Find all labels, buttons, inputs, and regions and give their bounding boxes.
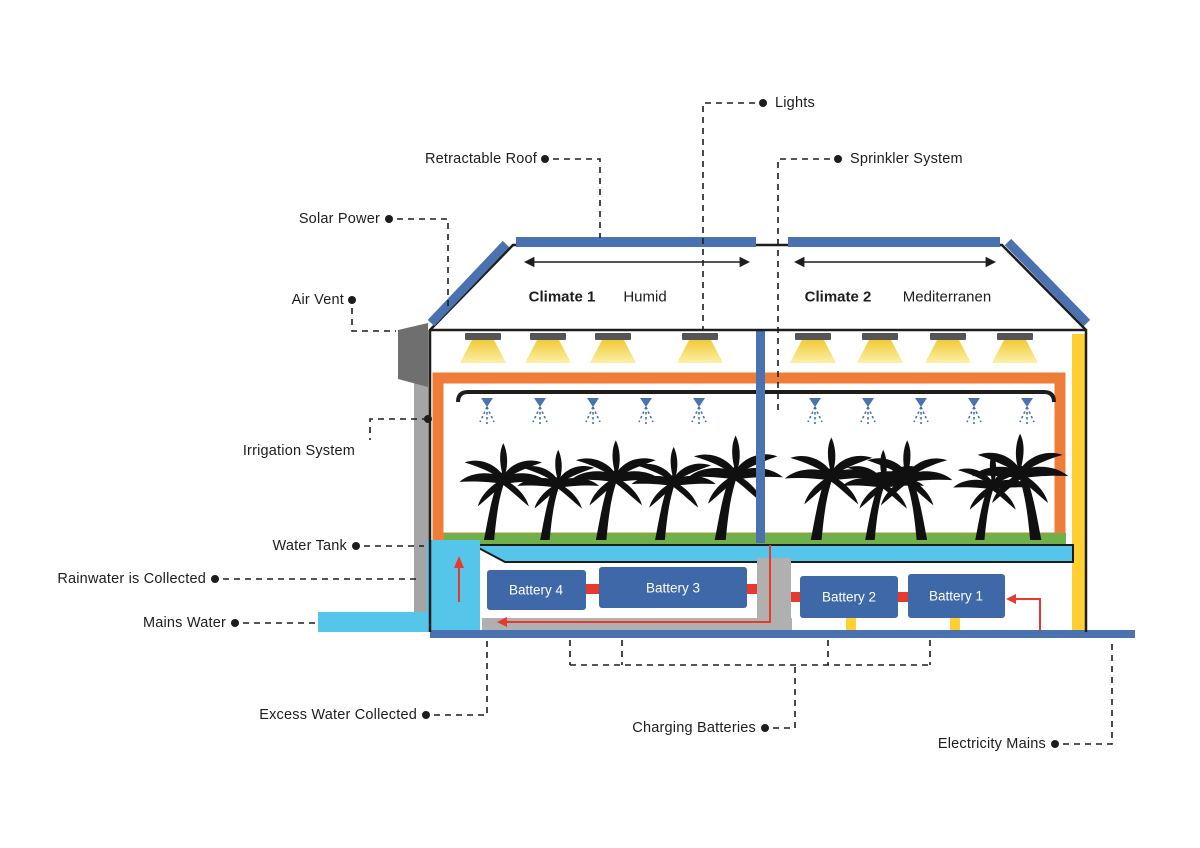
climate-2-type: Mediterranen xyxy=(902,288,992,306)
label-lights: Lights xyxy=(775,95,815,111)
flow-lines xyxy=(458,545,1041,631)
irrigation-leader xyxy=(369,418,428,440)
electricity-leader xyxy=(1063,640,1113,745)
battery-2-label: Battery 2 xyxy=(821,589,877,605)
battery-4-label: Battery 4 xyxy=(508,582,564,598)
battery-1-label: Battery 1 xyxy=(928,588,984,604)
climate-2-name: Climate 2 xyxy=(804,288,872,306)
climate-1-name: Climate 1 xyxy=(528,288,596,306)
flow-arrowheads xyxy=(454,556,1016,627)
label-solar-power: Solar Power xyxy=(298,211,380,227)
electricity-mains-line xyxy=(430,630,1135,638)
battery-connector xyxy=(586,584,599,594)
leader-lines xyxy=(223,102,1113,745)
leader-dots xyxy=(211,99,1059,748)
floor-green xyxy=(444,533,1066,544)
excess-water-leader xyxy=(434,640,488,716)
battery-3-label: Battery 3 xyxy=(645,580,701,596)
battery1-feed xyxy=(950,618,960,632)
excess-water-tray xyxy=(472,544,1074,563)
solar-panel-left-slope xyxy=(427,240,510,327)
label-rainwater-collected: Rainwater is Collected xyxy=(57,571,206,587)
building-outline xyxy=(428,243,1088,632)
climate-1-type: Humid xyxy=(623,288,667,306)
mains-water-pipe xyxy=(318,612,480,632)
battery-connector xyxy=(791,592,800,602)
label-charging-batteries: Charging Batteries xyxy=(632,720,756,736)
battery-shelf xyxy=(482,618,792,630)
retractable-roof-leader xyxy=(553,158,601,238)
air-vent-shape xyxy=(398,323,428,387)
battery2-feed xyxy=(846,618,856,632)
power-strip xyxy=(1072,334,1085,632)
label-sprinkler-system: Sprinkler System xyxy=(850,151,963,167)
solar-roof-panels xyxy=(516,237,1000,247)
charging-bracket xyxy=(569,640,931,666)
battery-connector xyxy=(898,592,908,602)
label-electricity-mains: Electricity Mains xyxy=(937,736,1046,752)
battery-4 xyxy=(487,570,586,610)
air-vent-leader xyxy=(351,308,396,332)
label-irrigation-system: Irrigation System xyxy=(242,443,355,459)
label-retractable-roof: Retractable Roof xyxy=(424,151,537,167)
climate-divider xyxy=(756,331,765,543)
battery-1 xyxy=(908,574,1005,618)
battery-3 xyxy=(599,567,747,608)
solar-leader xyxy=(397,218,449,308)
lights-leader xyxy=(702,102,755,330)
sprinkler-leader xyxy=(777,158,830,415)
solar-panel-right-slope xyxy=(1004,238,1091,327)
label-air-vent: Air Vent xyxy=(291,292,344,308)
battery-connector xyxy=(747,584,757,594)
battery-bank xyxy=(487,567,1005,618)
charging-leader xyxy=(773,665,796,729)
label-water-tank: Water Tank xyxy=(272,538,347,554)
label-excess-water-collected: Excess Water Collected xyxy=(259,707,417,723)
left-wall xyxy=(414,330,430,632)
label-mains-water: Mains Water xyxy=(142,615,226,631)
battery-2 xyxy=(800,576,898,618)
